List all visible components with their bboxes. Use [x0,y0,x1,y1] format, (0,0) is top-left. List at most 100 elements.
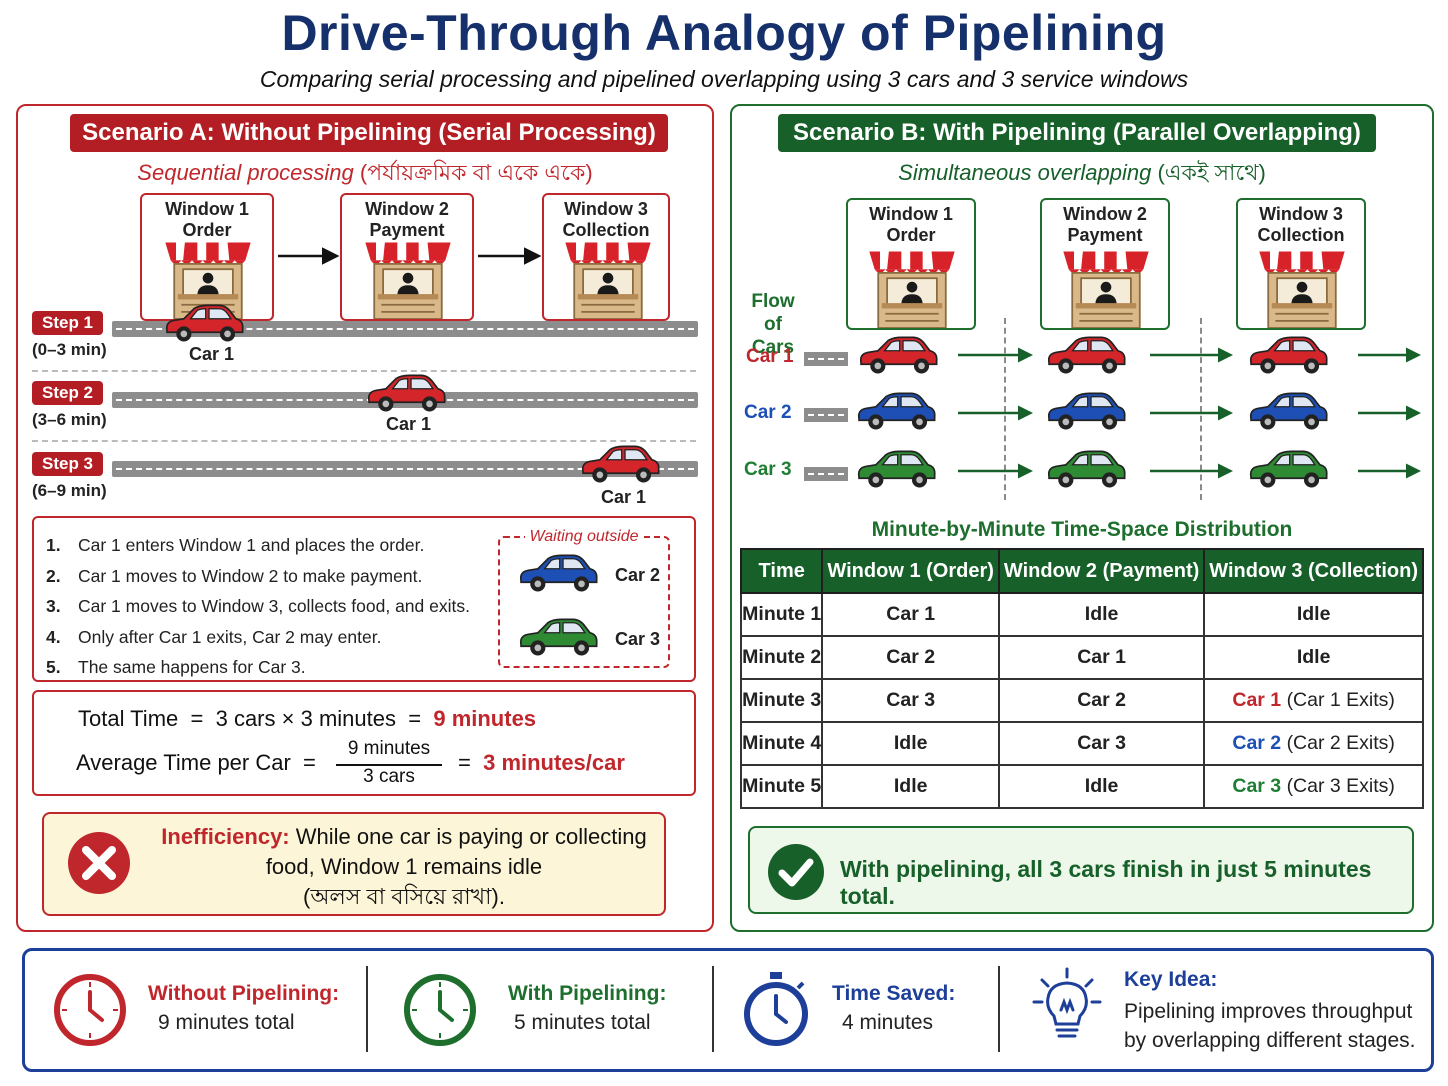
red-car-icon [154,302,254,344]
flow-arrows [958,347,1421,479]
list-item: 3.Car 1 moves to Window 3, collects food… [46,596,470,616]
row-car-3-label: Car 3 [744,459,792,480]
road [804,352,848,366]
green-car-icon [846,448,946,490]
column-header: Window 2 (Payment) [997,548,1206,594]
green-car-icon [508,616,608,658]
road [112,321,698,337]
column-header: Window 3 (Collection) [1203,548,1424,594]
inefficiency-callout: Inefficiency: While one car is paying or… [42,812,666,916]
table-row: Minute 5 Idle Idle Car 3 (Car 3 Exits) [739,764,1424,809]
time-space-table: Time Window 1 (Order) Window 2 (Payment)… [739,548,1424,809]
time-saved-value: 4 minutes [842,1011,934,1034]
total-time-value: 9 minutes [433,706,537,731]
scenario-a-subtitle: Sequential processing (পর্যায়ক্রমিক বা … [16,156,714,193]
clock-icon [404,974,476,1046]
key-idea-line-2: by overlapping different stages. [1124,1029,1416,1052]
fraction-denominator: 3 cars [363,766,415,787]
table-title: Minute-by-Minute Time-Space Distribution [871,518,1293,541]
page-subtitle: Comparing serial processing and pipeline… [259,66,1189,92]
drive-through-window-icon [1056,248,1156,328]
summary-footer [22,948,1434,1072]
window-2-role: Payment [369,220,445,240]
step-2-badge: Step 2 [32,381,104,405]
table-row: Minute 4 Idle Car 3 Car 2 (Car 2 Exits) [739,721,1424,766]
drive-through-window-icon [558,239,658,319]
with-pipelining-value: 5 minutes total [514,1011,651,1034]
scenario-a-banner: Scenario A: Without Pipelining (Serial P… [70,114,668,152]
list-item: 2.Car 1 moves to Window 2 to make paymen… [46,565,423,586]
scenario-b-subtitle-bn: (একই সাথে) [1157,160,1266,185]
average-time-label: Average Time per Car = [76,750,316,775]
red-car-icon [356,372,456,414]
step-3-range: (6–9 min) [32,481,107,500]
scenario-a-panel [16,104,714,932]
inefficiency-bn: (অলস বা বসিয়ে রাখা). [303,884,505,909]
footer-divider [712,966,714,1052]
waiting-car-3-label: Car 3 [615,629,661,649]
key-idea-line-1: Pipelining improves throughput [1124,1000,1413,1023]
step-2-range: (3–6 min) [32,410,107,429]
error-x-icon [68,832,130,894]
result-callout: With pipelining, all 3 cars finish in ju… [748,826,1414,914]
average-time-value: = 3 minutes/car [458,750,625,775]
scenario-b-subtitle-en: Simultaneous overlapping [898,160,1152,185]
column-header: Time [739,548,824,594]
fraction-line [336,764,442,766]
row-car-2-label: Car 2 [744,402,792,423]
step-2-car-label: Car 1 [386,414,432,434]
list-item: 4.Only after Car 1 exits, Car 2 may ente… [46,626,382,647]
window-3-title: Window 3 [564,199,648,219]
lightbulb-icon [1032,967,1102,1038]
list-item: 5.The same happens for Car 3. [46,657,306,677]
scenario-b-panel [730,104,1434,932]
without-pipelining-value: 9 minutes total [158,1011,295,1034]
step-3-car-label: Car 1 [601,487,647,507]
blue-car-icon [846,390,946,432]
step-1-car-label: Car 1 [189,344,235,364]
drive-through-window-icon [1252,248,1352,328]
scenario-a-subtitle-en: Sequential processing [137,160,354,185]
step-1-badge: Step 1 [32,311,104,335]
table-row: Minute 3 Car 3 Car 2 Car 1 (Car 1 Exits) [739,678,1424,723]
road [804,467,848,481]
scenario-a-subtitle-bn: (পর্যায়ক্রমিক বা একে একে) [359,160,593,185]
blue-car-icon [508,552,608,594]
divider [32,370,696,372]
scenario-b-banner: Scenario B: With Pipelining (Parallel Ov… [778,114,1376,152]
step-1-range: (0–3 min) [32,340,107,359]
row-car-1-label: Car 1 [746,346,794,367]
window-1-role: Order [182,220,232,240]
inefficiency-heading: Inefficiency: [161,824,290,849]
fraction-numerator: 9 minutes [347,738,431,759]
scenario-b-subtitle: Simultaneous overlapping (একই সাথে) [730,156,1434,193]
window-3-role: Collection [562,220,650,240]
waiting-car-2-label: Car 2 [615,565,661,585]
table-header-row: Time Window 1 (Order) Window 2 (Payment)… [739,548,1424,594]
steps-list: 1.Car 1 enters Window 1 and places the o… [46,530,470,683]
arrow-icon [278,247,340,265]
footer-divider [998,966,1000,1052]
red-car-icon [570,443,670,485]
divider [32,440,696,442]
checkmark-icon [768,844,824,900]
road [804,408,848,422]
calculation-box [32,690,696,796]
window-2-title: Window 2 [365,199,449,219]
stopwatch-icon [744,972,808,1046]
inefficiency-text: Inefficiency: While one car is paying or… [161,824,647,909]
table-row: Minute 2 Car 2 Car 1 Idle [739,635,1424,680]
steps-explanation-box: 1.Car 1 enters Window 1 and places the o… [32,516,696,682]
drive-through-window-icon [862,248,962,328]
key-idea-title: Key Idea: [1124,968,1218,991]
with-pipelining-title: With Pipelining: [508,982,667,1005]
arrow-icon [478,247,542,265]
drive-through-window-icon [356,239,460,319]
clock-icon [54,974,126,1046]
